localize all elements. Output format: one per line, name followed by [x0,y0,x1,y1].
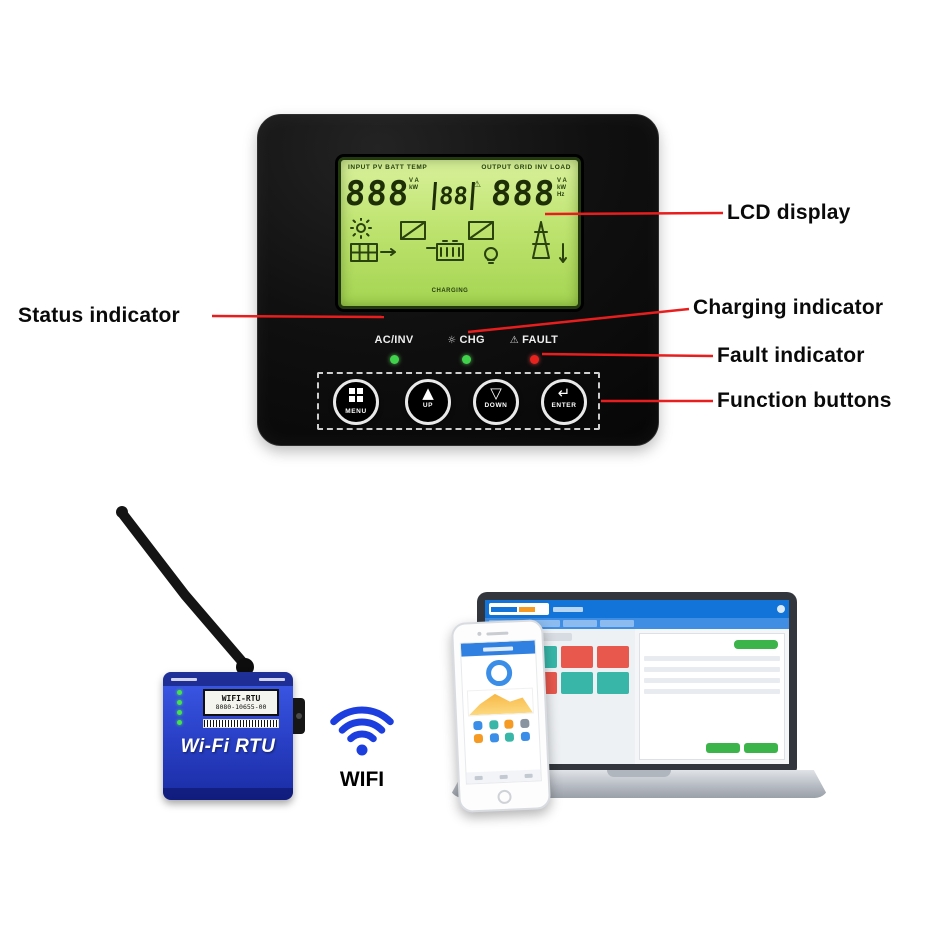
lcd-top-labels: INPUT PV BATT TEMP OUTPUT GRID INV LOAD [348,164,571,171]
acinv-label: AC/INV [374,334,413,346]
up-button-label: UP [422,402,434,409]
status-indicator-acinv: AC/INV [358,334,430,364]
flow-arrow-left [380,248,396,256]
rtu-status-leds [177,690,182,725]
lcd-warning-icon: ⚠ [473,180,482,190]
phone-screen [459,639,542,785]
lcd-input-labels: INPUT PV BATT TEMP [348,164,428,171]
wifi-label: WIFI [339,768,385,791]
sun-icon [350,218,372,239]
converter-box-icon [400,221,426,240]
chg-text: CHG [459,334,485,346]
rtu-top-panel [163,672,293,686]
function-buttons-group: MENU ▲ UP ▽ DOWN ↵ ENTER [317,372,600,430]
menu-grid-icon [336,388,376,409]
fault-label: ⚠ FAULT [510,334,558,346]
phone-speaker [486,631,509,636]
dashboard-action-buttons [706,743,778,753]
lcd-right-value: 888 [489,174,557,214]
phone-home-button [497,789,512,805]
dashboard-card [639,633,785,760]
app-icon-grid [464,715,539,746]
smartphone [450,619,552,813]
down-button: ▽ DOWN [473,379,519,425]
up-button: ▲ UP [405,379,451,425]
dashboard-logo [489,603,549,615]
dashboard-header [485,600,789,618]
fault-text: FAULT [522,334,559,346]
app-header [460,640,536,657]
rtu-bottom-panel [163,788,293,800]
dashboard-user-avatar [777,605,785,613]
phone-camera [477,631,482,636]
grid-tower-icon [532,221,550,259]
menu-button-label: MENU [345,408,367,415]
menu-button: MENU [333,379,379,425]
lcd-flow-icons [350,218,567,264]
dashboard-header-menu [553,606,583,612]
enter-button-label: ENTER [551,402,577,409]
dashboard-table-rows [644,656,780,694]
callout-status-indicator: Status indicator [18,304,180,327]
enter-return-icon: ↵ [557,384,571,402]
triangle-up-icon: ▲ [422,384,434,402]
dashboard-tile [561,672,593,694]
chg-label: ☼ CHG [447,334,485,346]
solar-panel-icon [350,243,378,262]
dashboard-right-pane [635,629,789,764]
battery-icon [436,240,464,261]
lcd-charging-label: CHARGING [431,288,469,294]
dashboard-tile [597,672,629,694]
lcd-right-units: V A kW Hz [557,178,567,198]
load-bulb-icon [484,247,498,264]
app-bottom-nav [466,769,541,784]
lcd-left-units: V A kW [409,178,419,191]
dashboard-tile [561,646,593,668]
fault-led [529,355,539,364]
status-indicator-fault: ⚠ FAULT [498,334,570,364]
callout-charging-indicator: Charging indicator [693,296,884,319]
flow-arrow-down [559,243,567,263]
lcd-output-labels: OUTPUT GRID INV LOAD [481,164,571,171]
rtu-name-label: Wi-Fi RTU [180,736,276,757]
enter-button: ↵ ENTER [541,379,587,425]
sun-circle-icon: ☼ [447,334,457,346]
antenna [116,506,254,676]
triangle-down-icon: ▽ [490,384,502,402]
laptop-notch [607,770,671,777]
down-button-label: DOWN [484,402,508,409]
inverter-box-icon [468,221,494,240]
lcd-center-value: 88 [432,182,475,210]
callout-fault-indicator: Fault indicator [717,344,865,367]
rtu-mounting-tab [293,698,305,734]
charge-controller: INPUT PV BATT TEMP OUTPUT GRID INV LOAD … [257,114,659,446]
wifi-icon [330,706,394,756]
app-chart [466,687,534,717]
acinv-text: AC/INV [374,334,414,346]
rtu-barcode-sticker [203,719,279,728]
warning-triangle-icon: ⚠ [509,334,520,346]
acinv-led [389,355,399,364]
rtu-display: WIFI-RTU 8080-10655-00 [203,689,279,716]
status-indicator-chg: ☼ CHG [430,334,502,364]
rtu-display-line1: WIFI-RTU [221,694,261,703]
callout-function-buttons: Function buttons [717,389,892,412]
lcd-left-value: 888 [343,174,411,214]
lcd-display: INPUT PV BATT TEMP OUTPUT GRID INV LOAD … [338,157,581,309]
dashboard-tile [597,646,629,668]
wifi-rtu-module: WIFI-RTU 8080-10655-00 Wi-Fi RTU [163,672,305,800]
chg-led [461,355,471,364]
rtu-display-line2: 8080-10655-00 [215,703,267,711]
app-gauge [485,659,513,687]
dashboard-green-pill [734,640,778,649]
callout-lcd-display: LCD display [727,201,851,224]
